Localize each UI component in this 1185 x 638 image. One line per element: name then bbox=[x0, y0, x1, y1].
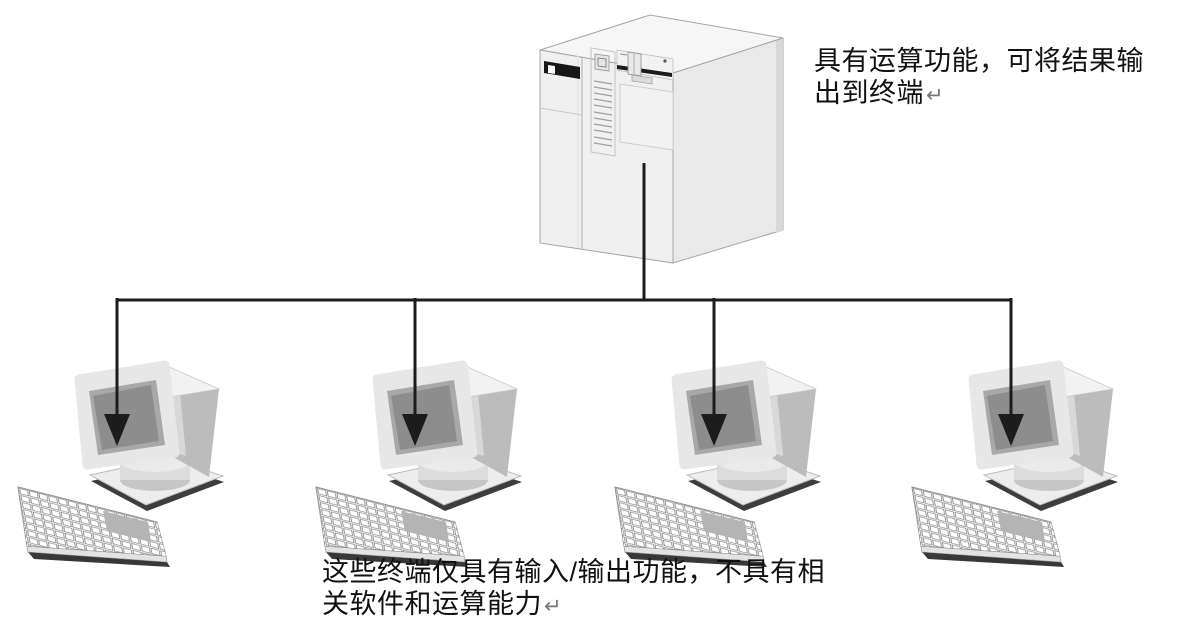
annotation-text: 这些终端仅具有输入/输出功能，不具有相 bbox=[322, 557, 826, 587]
paragraph-return-mark: ↵ bbox=[544, 595, 563, 618]
terminal-node-2 bbox=[305, 355, 577, 567]
annotation-line: 这些终端仅具有输入/输出功能，不具有相 bbox=[322, 556, 825, 588]
annotation-line: 出到终端↵ bbox=[814, 77, 1144, 112]
terminal-workstation-icon bbox=[7, 355, 279, 567]
annotation-text: 关软件和运算能力 bbox=[322, 589, 542, 619]
terminal-node-3 bbox=[604, 355, 876, 567]
terminal-workstation-icon bbox=[901, 355, 1173, 567]
annotation-text: 具有运算功能，可将结果输 bbox=[814, 46, 1144, 76]
paragraph-return-mark: ↵ bbox=[926, 84, 945, 107]
terminal-node-1 bbox=[7, 355, 279, 567]
terminals-annotation: 这些终端仅具有输入/输出功能，不具有相 关软件和运算能力↵ bbox=[322, 556, 825, 623]
annotation-line: 具有运算功能，可将结果输 bbox=[814, 45, 1144, 77]
terminal-node-4 bbox=[901, 355, 1173, 567]
annotation-text: 出到终端 bbox=[814, 78, 924, 108]
mainframe-node bbox=[525, 4, 790, 294]
terminal-workstation-icon bbox=[305, 355, 577, 567]
mainframe-tower-icon bbox=[525, 4, 790, 294]
annotation-line: 关软件和运算能力↵ bbox=[322, 588, 825, 623]
terminal-workstation-icon bbox=[604, 355, 876, 567]
mainframe-annotation: 具有运算功能，可将结果输 出到终端↵ bbox=[814, 45, 1144, 112]
